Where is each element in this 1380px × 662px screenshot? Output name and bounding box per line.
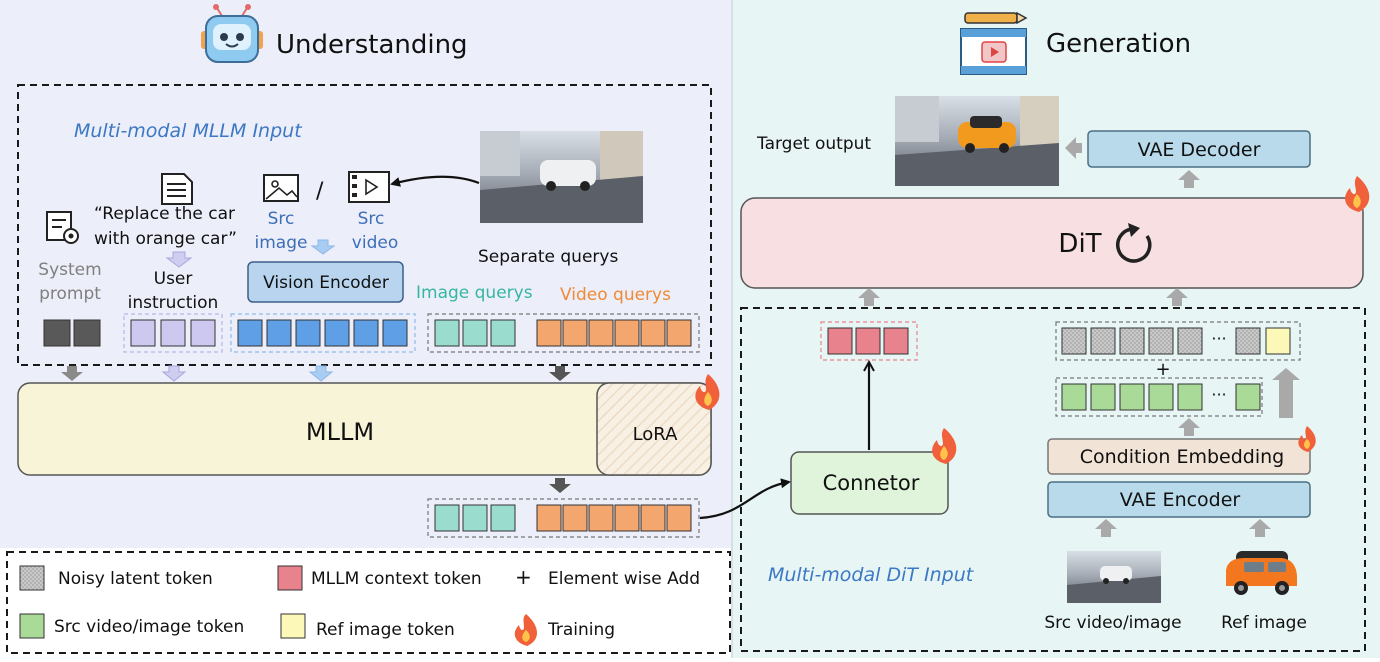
image-querys-label: Image querys bbox=[416, 283, 533, 303]
condition-fire-icon bbox=[1298, 426, 1316, 452]
user-instruction-line1: User bbox=[154, 269, 193, 289]
ref-car-image bbox=[1226, 551, 1297, 595]
legend-plus-symbol: + bbox=[515, 565, 532, 589]
src-video-line2: video bbox=[352, 233, 398, 253]
lora-label: LoRA bbox=[633, 424, 679, 445]
src-ellipsis: ··· bbox=[1211, 385, 1226, 404]
video-to-icon-arrow bbox=[390, 175, 480, 187]
ref-image-label: Ref image bbox=[1221, 613, 1307, 633]
legend-ref-label: Ref image token bbox=[316, 620, 455, 640]
condition-embedding-label: Condition Embedding bbox=[1080, 446, 1284, 468]
user-instruction-tokens bbox=[123, 313, 223, 353]
understanding-title: Understanding bbox=[276, 30, 468, 60]
fire-icon bbox=[695, 374, 720, 410]
legend-src-label: Src video/image token bbox=[54, 617, 244, 637]
legend-context-swatch bbox=[277, 565, 303, 591]
vision-encoder-label: Vision Encoder bbox=[263, 273, 389, 293]
connector-label: Connetor bbox=[823, 471, 920, 495]
input-down-arrow bbox=[165, 251, 193, 268]
src-video-image-thumbnail bbox=[1067, 551, 1161, 603]
mllm-input-title: Multi-modal MLLM Input bbox=[74, 120, 303, 142]
dit-fire-icon bbox=[1345, 176, 1370, 212]
noisy-latent-tokens bbox=[1055, 321, 1301, 361]
src-latent-tokens bbox=[1055, 377, 1263, 417]
robot-icon bbox=[201, 4, 263, 63]
connector-box bbox=[790, 451, 949, 515]
mllm-input-box bbox=[17, 84, 712, 366]
system-prompt-line1: System bbox=[38, 260, 101, 280]
legend-ref-swatch bbox=[280, 613, 306, 639]
images-to-encoder-arrows bbox=[1095, 519, 1271, 537]
vae-decoder-box bbox=[1087, 130, 1311, 168]
connector-fire-icon bbox=[932, 428, 957, 464]
vae-decoder-label: VAE Decoder bbox=[1138, 139, 1261, 161]
generation-title: Generation bbox=[1046, 29, 1191, 59]
vision-tokens bbox=[230, 313, 416, 353]
lora-block bbox=[596, 382, 712, 476]
source-video-thumbnail bbox=[480, 131, 643, 223]
dit-block bbox=[740, 197, 1364, 289]
mllm-label: MLLM bbox=[306, 418, 374, 446]
legend-src-swatch bbox=[19, 613, 45, 639]
system-prompt-tokens bbox=[43, 319, 101, 347]
condition-to-tokens-arrow bbox=[1178, 418, 1200, 436]
vision-encoder-box bbox=[247, 261, 404, 303]
legend-noisy-swatch bbox=[19, 565, 45, 591]
vae-encoder-box bbox=[1047, 481, 1311, 518]
target-output-label: Target output bbox=[756, 134, 871, 154]
vae-encoder-label: VAE Encoder bbox=[1120, 489, 1241, 511]
image-to-encoder-arrow bbox=[310, 239, 336, 255]
mllm-down-arrow bbox=[549, 478, 571, 493]
video-icon bbox=[348, 171, 390, 203]
src-video-image-label: Src video/image bbox=[1044, 613, 1181, 633]
separate-query-tokens bbox=[427, 313, 700, 353]
document-icon bbox=[161, 173, 193, 205]
image-icon bbox=[263, 174, 299, 202]
target-output-image bbox=[895, 96, 1059, 186]
system-prompt-line2: prompt bbox=[39, 284, 101, 304]
context-tokens bbox=[820, 321, 918, 361]
ref-up-arrow bbox=[1272, 368, 1300, 418]
instruction-quote-line1: “Replace the car bbox=[94, 204, 235, 224]
noisy-ellipsis: ··· bbox=[1211, 329, 1226, 348]
legend-box bbox=[6, 551, 731, 654]
dit-input-box bbox=[740, 307, 1366, 652]
input-to-dit-arrows bbox=[858, 288, 1188, 306]
video-editor-icon bbox=[960, 11, 1028, 75]
decoder-to-output-arrow bbox=[1065, 137, 1082, 159]
tokens-to-mllm-arrows bbox=[61, 365, 571, 382]
src-image-line1: Src bbox=[268, 209, 295, 229]
separate-querys: Separate querys bbox=[478, 247, 618, 267]
legend-training-label: Training bbox=[547, 620, 615, 640]
video-querys-label: Video querys bbox=[560, 285, 671, 305]
slash: / bbox=[316, 179, 324, 204]
add-plus: + bbox=[1155, 359, 1170, 380]
user-instruction-line2: instruction bbox=[128, 293, 219, 313]
src-video-line1: Src bbox=[358, 209, 385, 229]
legend-add-label: Element wise Add bbox=[548, 569, 700, 589]
mllm-output-tokens bbox=[427, 498, 700, 538]
tokens-to-connector-arrow bbox=[699, 478, 791, 520]
dit-label: DiT bbox=[1058, 229, 1101, 259]
dit-to-decoder-arrow bbox=[1178, 170, 1200, 188]
src-image-line2: image bbox=[255, 233, 308, 253]
condition-embedding-box bbox=[1047, 438, 1311, 475]
legend-noisy-label: Noisy latent token bbox=[58, 569, 213, 589]
dit-input-title: Multi-modal DiT Input bbox=[768, 564, 975, 586]
refresh-icon bbox=[1116, 223, 1152, 263]
legend-context-label: MLLM context token bbox=[311, 569, 482, 589]
settings-document-icon bbox=[46, 211, 79, 244]
instruction-quote-line2: with orange car” bbox=[94, 229, 237, 249]
legend-fire-icon bbox=[514, 614, 538, 646]
